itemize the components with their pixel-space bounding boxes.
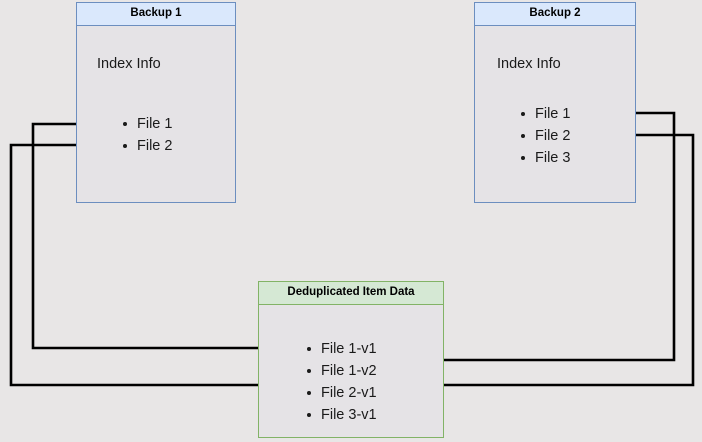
list-item[interactable]: File 2: [121, 135, 172, 157]
node-deduplicated-item-data[interactable]: Deduplicated Item Data File 1-v1 File 1-…: [258, 281, 444, 438]
list-item[interactable]: File 1-v1: [305, 338, 377, 360]
backup-1-index-info-label: Index Info: [97, 56, 161, 72]
list-item[interactable]: File 3: [519, 147, 570, 169]
list-item[interactable]: File 3-v1: [305, 404, 377, 426]
node-dedup-title: Deduplicated Item Data: [259, 282, 443, 305]
node-backup-2[interactable]: Backup 2 Index Info File 1 File 2 File 3: [474, 2, 636, 203]
backup-1-file-list: File 1 File 2: [121, 113, 172, 157]
list-item[interactable]: File 1: [121, 113, 172, 135]
dedup-file-list: File 1-v1 File 1-v2 File 2-v1 File 3-v1: [305, 338, 377, 426]
list-item[interactable]: File 1: [519, 103, 570, 125]
list-item[interactable]: File 2-v1: [305, 382, 377, 404]
list-item[interactable]: File 2: [519, 125, 570, 147]
node-backup-1-title: Backup 1: [77, 3, 235, 26]
node-backup-2-title: Backup 2: [475, 3, 635, 26]
backup-2-index-info-label: Index Info: [497, 56, 561, 72]
node-backup-1[interactable]: Backup 1 Index Info File 1 File 2: [76, 2, 236, 203]
backup-2-file-list: File 1 File 2 File 3: [519, 103, 570, 169]
list-item[interactable]: File 1-v2: [305, 360, 377, 382]
